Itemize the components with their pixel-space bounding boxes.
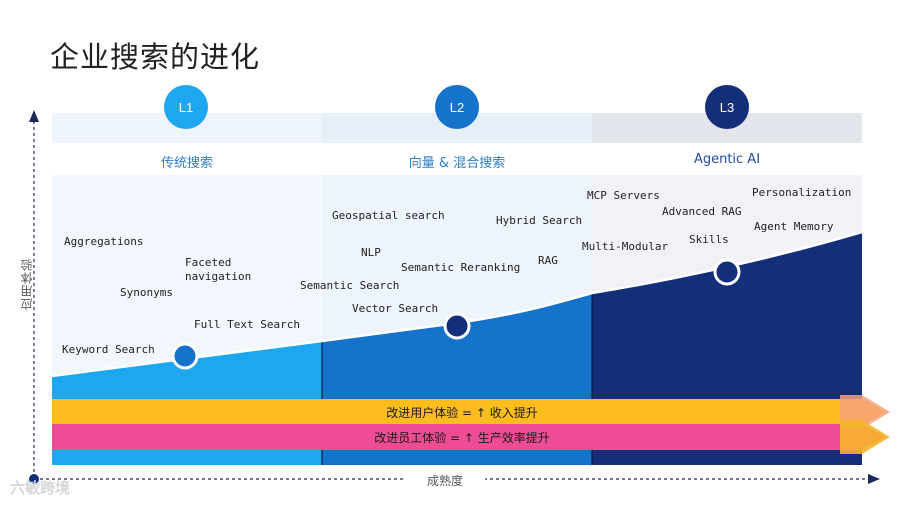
band-arrow-1	[52, 399, 886, 425]
x-axis-arrow	[868, 474, 880, 484]
stage-label-l1: 传统搜索	[160, 156, 213, 171]
y-axis-label: 应用体验	[20, 258, 34, 310]
feature-vector-search: Vector Search	[352, 302, 439, 315]
band-text-customer: 改进用户体验 = ↑ 收入提升	[386, 406, 538, 420]
feature-skills: Skills	[689, 233, 729, 246]
feature-mcp-servers: MCP Servers	[587, 189, 660, 202]
feature-geospatial-search: Geospatial search	[332, 209, 445, 222]
feature-aggregations: Aggregations	[64, 235, 144, 248]
band-arrow-2-tip	[840, 420, 890, 454]
feature-hybrid-search: Hybrid Search	[496, 214, 583, 227]
feature-advanced-rag: Advanced RAG	[662, 205, 742, 218]
stage-badge-l1: L1	[164, 85, 208, 129]
band-text-employee: 改进员工体验 = ↑ 生产效率提升	[374, 431, 550, 445]
feature-personalization: Personalization	[752, 186, 852, 199]
axis-origin	[29, 474, 39, 484]
stage-label-l2: 向量 & 混合搜索	[408, 156, 506, 171]
stage-badge-l3: L3	[705, 85, 749, 129]
x-axis-label: 成熟度	[405, 472, 485, 489]
y-axis-arrow	[29, 110, 39, 122]
stage-label-l3: Agentic AI	[693, 152, 761, 167]
feature-synonyms: Synonyms	[120, 286, 173, 299]
curve-marker-l2	[443, 312, 471, 340]
stage-badge-l2: L2	[435, 85, 479, 129]
curve-marker-l3	[713, 258, 741, 286]
maturity-curve	[51, 230, 863, 378]
feature-full-text-search: Full Text Search	[194, 318, 300, 331]
feature-semantic-search: Semantic Search	[300, 279, 400, 292]
feature-rag: RAG	[538, 254, 558, 267]
feature-nlp: NLP	[361, 246, 381, 259]
page-title: 企业搜索的进化	[50, 40, 261, 74]
feature-multi-modular: Multi-Modular	[582, 240, 669, 253]
feature-faceted-navigation: Faceted navigation	[185, 256, 252, 283]
feature-keyword-search: Keyword Search	[62, 343, 155, 356]
feature-agent-memory: Agent Memory	[754, 220, 834, 233]
feature-semantic-reranking: Semantic Reranking	[401, 261, 521, 274]
band-arrow-2	[52, 424, 886, 450]
curve-marker-l1	[171, 342, 199, 370]
watermark: 六敏跨境	[10, 479, 71, 497]
